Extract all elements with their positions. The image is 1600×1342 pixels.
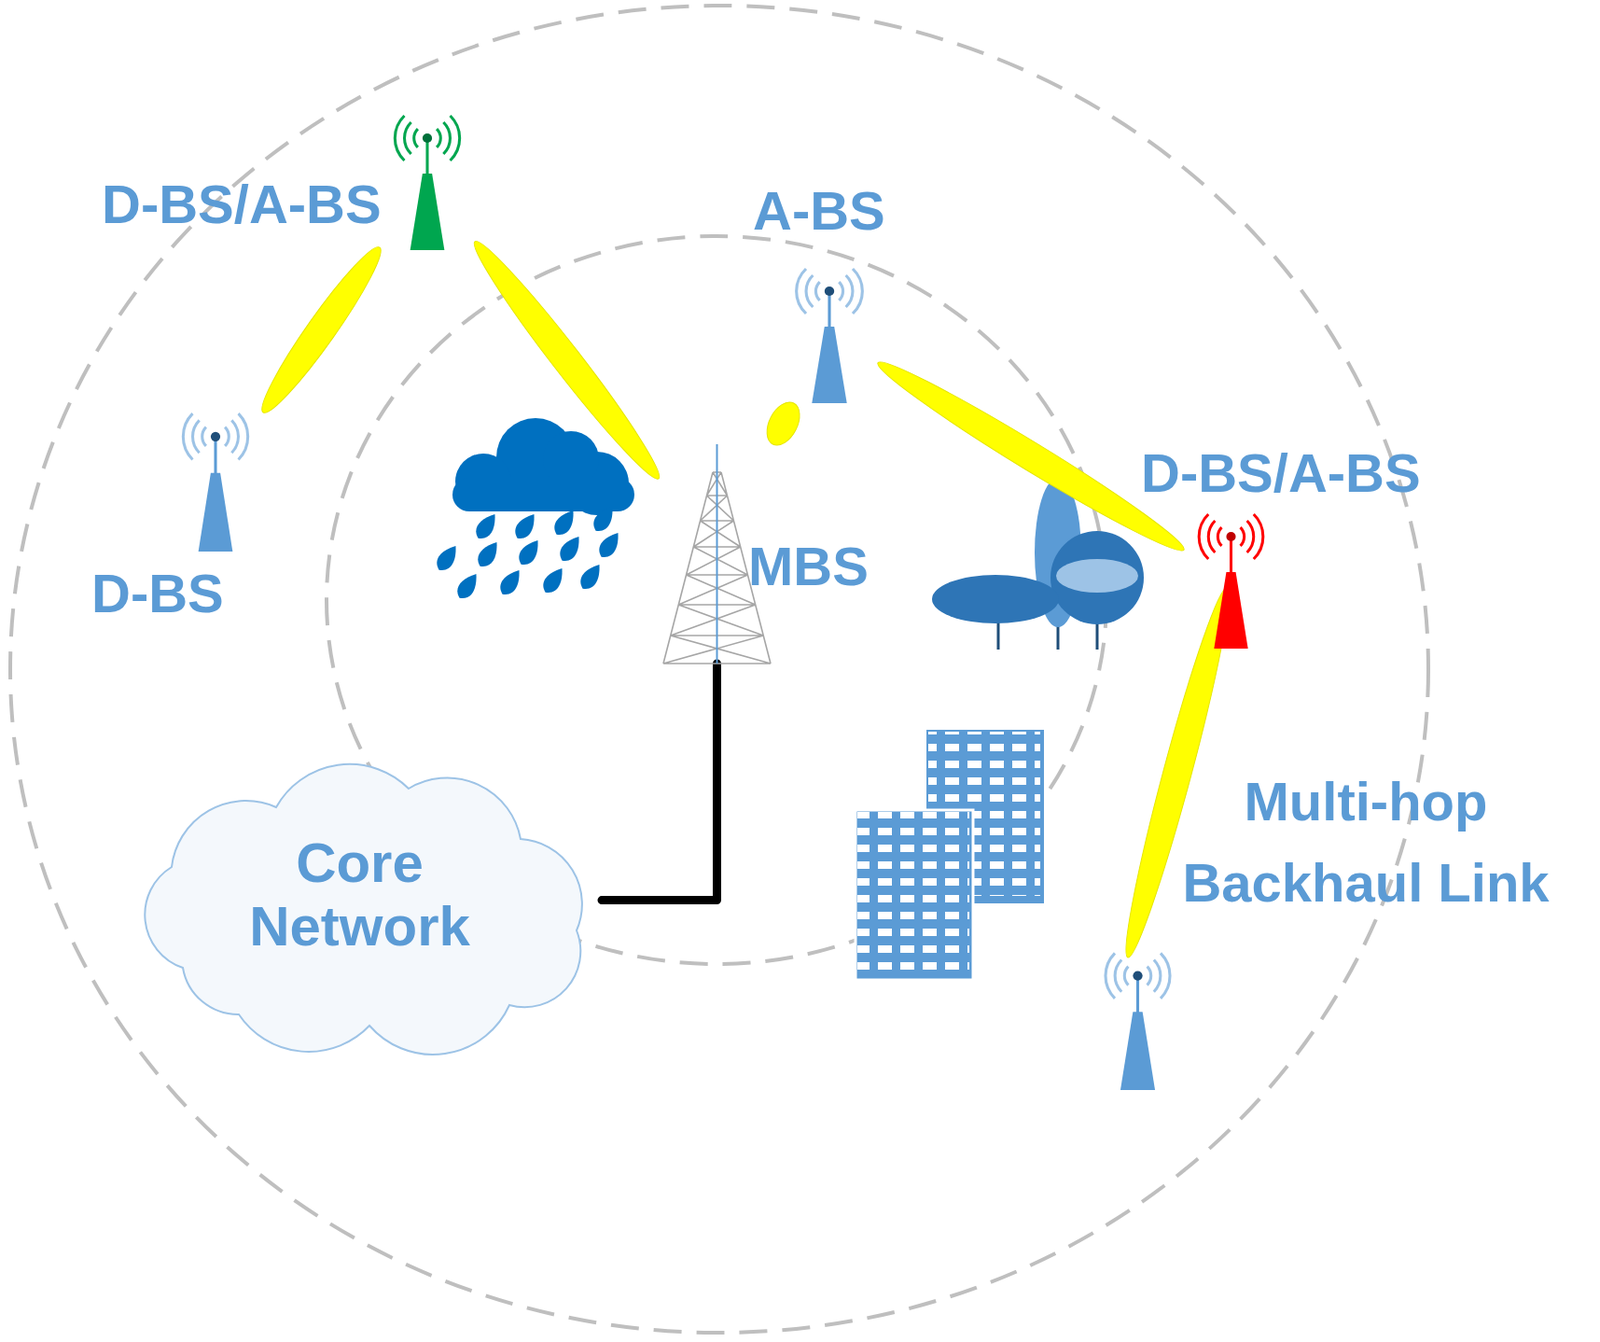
rain-drop xyxy=(514,535,544,569)
building xyxy=(855,809,974,980)
bush xyxy=(932,574,1059,624)
backhaul-beam xyxy=(463,233,670,487)
rain-drop xyxy=(595,528,625,561)
outer-coverage-ring xyxy=(10,5,1429,1333)
station-label: D-BS/A-BS xyxy=(101,177,382,232)
base-station: A-BS xyxy=(780,263,878,404)
macro-base-station: MBS xyxy=(658,444,776,664)
tower-body xyxy=(198,473,234,552)
tower-body xyxy=(410,173,446,251)
antenna-dot xyxy=(210,431,221,442)
tower-body xyxy=(1120,1011,1155,1090)
tower-icon xyxy=(379,110,475,251)
core-network-cloud: Core Network xyxy=(117,752,602,1036)
cloud-base xyxy=(452,477,635,512)
rain-drop xyxy=(556,531,585,565)
rain-drop xyxy=(539,563,569,597)
rain-drop xyxy=(589,501,619,535)
station-label: A-BS xyxy=(752,183,886,238)
tower-body xyxy=(1213,571,1248,649)
bush xyxy=(1056,558,1139,593)
tree-crown xyxy=(1050,530,1144,625)
node-label: Core Network xyxy=(210,831,510,957)
tower-icon xyxy=(780,263,878,404)
rain-drop xyxy=(453,569,483,602)
base-station: D-BS/A-BS xyxy=(1183,508,1279,649)
rain-drop xyxy=(472,509,501,543)
tower-icon xyxy=(167,407,264,552)
antenna-dot xyxy=(1132,971,1142,981)
antenna-dot xyxy=(1225,531,1236,542)
antenna-dot xyxy=(422,133,432,143)
tower-icon xyxy=(1183,508,1279,649)
cloud-outline xyxy=(144,764,583,1055)
link-label: Multi-hop Backhaul Link xyxy=(1160,760,1572,923)
antenna-dot xyxy=(824,286,835,296)
backhaul-beam xyxy=(251,238,391,420)
label-holder: Core Network xyxy=(117,752,602,1036)
rain-drop xyxy=(576,559,606,593)
wired-link xyxy=(601,663,718,901)
buildings xyxy=(855,729,1044,980)
antenna-mast xyxy=(716,444,719,664)
station-label: D-BS/A-BS xyxy=(1140,445,1421,501)
rain-drop xyxy=(432,541,462,574)
rain-drop xyxy=(550,505,580,539)
station-label: MBS xyxy=(748,539,869,594)
backhaul-beam xyxy=(760,396,807,451)
station-label: D-BS xyxy=(91,566,224,621)
base-station: D-BS/A-BS xyxy=(379,110,475,251)
tower-body xyxy=(811,326,847,404)
building-windows xyxy=(857,811,970,974)
rain-cloud xyxy=(452,417,635,515)
rain-drops xyxy=(432,501,625,602)
base-station: D-BS xyxy=(167,407,264,552)
small-cell-tower xyxy=(1105,952,1170,1090)
rain-drop xyxy=(473,537,503,571)
rain-drop xyxy=(511,509,541,543)
rain-drop xyxy=(496,565,526,599)
